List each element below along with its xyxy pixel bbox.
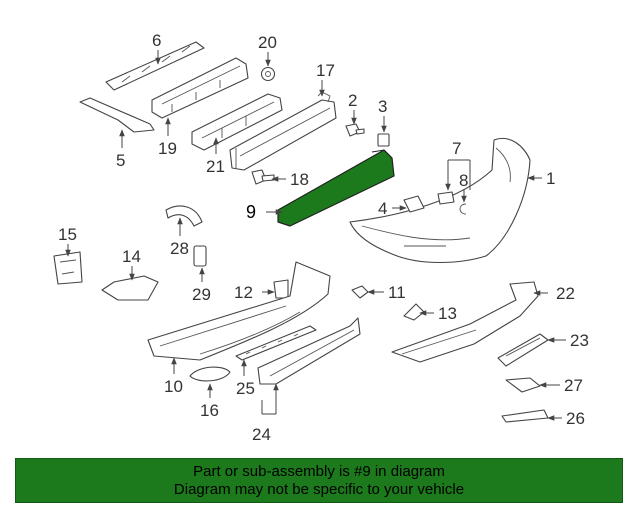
part-23[interactable] [497,333,549,367]
part-27[interactable] [505,377,541,393]
part-10[interactable] [147,261,331,361]
part-24[interactable] [257,317,361,385]
leader-lines [65,50,566,421]
part-20[interactable] [260,66,276,82]
part-17[interactable] [229,91,337,171]
part-14[interactable] [101,275,159,301]
callout-28: 28 [170,239,189,258]
part-8[interactable] [459,203,467,215]
part-15[interactable] [53,251,83,285]
callout-17: 17 [316,61,335,80]
callout-23: 23 [570,331,589,350]
footer-banner: Part or sub-assembly is #9 in diagram Di… [15,458,623,503]
callout-29: 29 [192,285,211,304]
callout-19: 19 [158,139,177,158]
part-29[interactable] [193,245,207,267]
part-22[interactable] [391,281,539,363]
part-3[interactable] [377,133,390,147]
part-5[interactable] [79,97,155,133]
callout-22: 22 [556,284,575,303]
part-19[interactable] [151,57,249,119]
part-26[interactable] [501,409,549,423]
callout-3: 3 [378,97,387,116]
part-7[interactable] [437,191,455,205]
part-1[interactable] [349,138,531,264]
part-4[interactable] [403,195,425,213]
callout-24: 24 [252,425,271,444]
callout-9: 9 [246,202,256,222]
part-6[interactable] [105,41,205,91]
callout-2: 2 [348,91,357,110]
callout-11: 11 [388,283,406,302]
part-9-highlighted[interactable] [277,149,395,227]
callout-15: 15 [58,225,77,244]
callout-26: 26 [566,409,585,428]
callout-13: 13 [438,304,457,323]
callout-21: 21 [206,157,225,176]
callout-1: 1 [546,169,555,188]
part-21[interactable] [191,93,283,151]
callout-7: 7 [452,139,461,158]
callout-8: 8 [459,171,468,190]
callout-10: 10 [164,377,183,396]
footer-line-2: Diagram may not be specific to your vehi… [173,481,465,498]
callout-14: 14 [122,247,141,266]
part-16[interactable] [189,366,231,382]
callout-5: 5 [116,151,125,170]
callout-6: 6 [152,31,161,50]
footer-line-1: Part or sub-assembly is #9 in diagram [193,463,445,480]
part-12[interactable] [273,279,289,299]
part-2[interactable] [345,123,365,137]
callout-4: 4 [378,199,387,218]
part-18[interactable] [251,169,275,185]
callout-25: 25 [236,379,255,398]
callout-18: 18 [290,170,309,189]
part-13[interactable] [403,303,425,321]
callout-16: 16 [200,401,219,420]
callout-20: 20 [258,33,277,52]
part-28[interactable] [165,205,203,227]
part-25[interactable] [235,325,317,361]
part-11[interactable] [351,285,369,299]
callout-12: 12 [234,283,253,302]
callout-27: 27 [564,376,583,395]
